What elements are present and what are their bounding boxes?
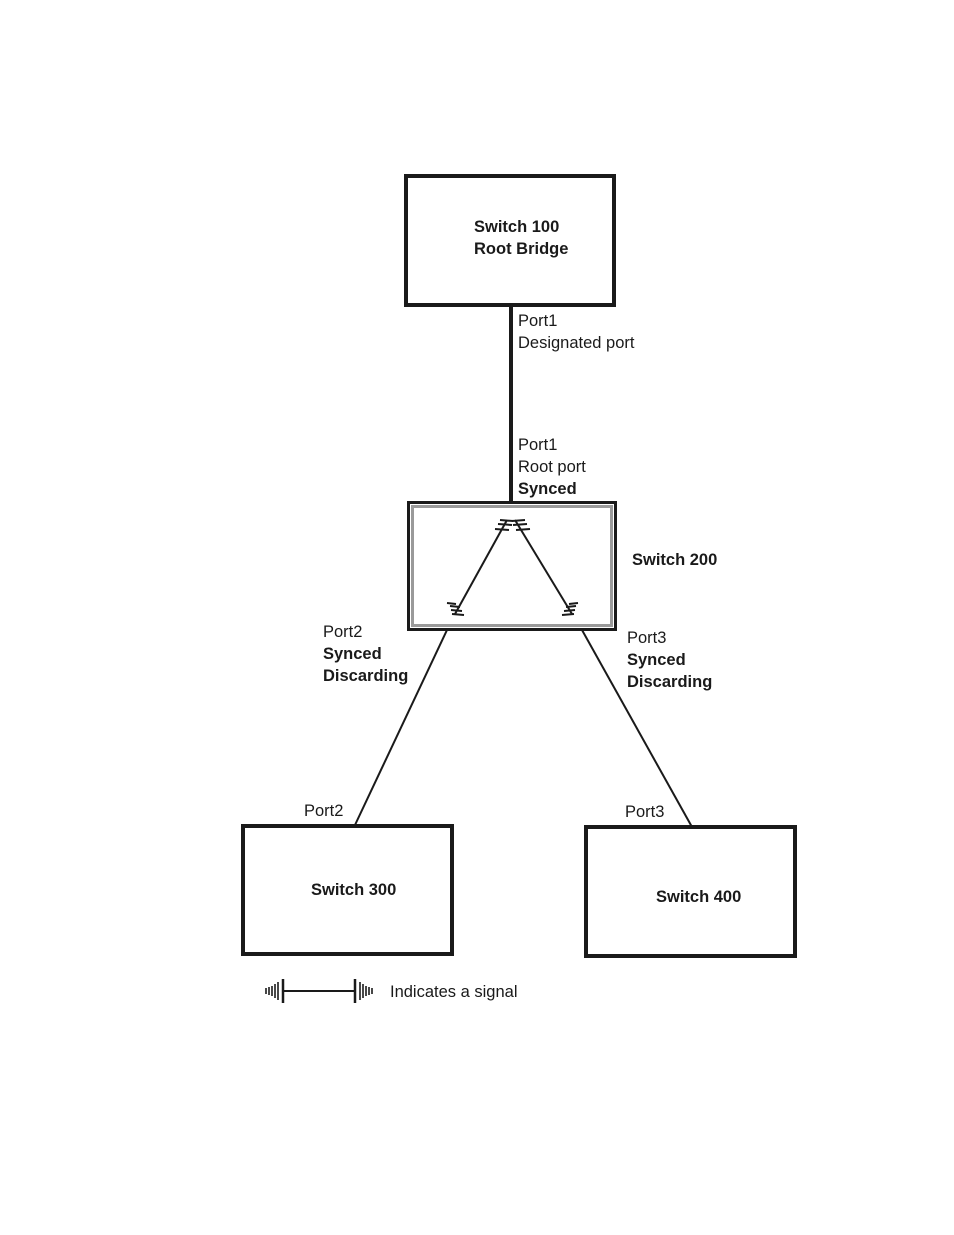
switch-200-port1-label: Port1 [518,434,557,456]
switch-200-port1-state: Synced [518,478,577,500]
legend-signal-icon [264,977,376,1007]
switch-200-port3-label: Port3 [627,627,666,649]
switch-200-name: Switch 200 [632,549,717,571]
switch-300-name: Switch 300 [311,879,396,901]
switch-200-port3-state-synced: Synced [627,649,686,671]
switch-200-port2-state-synced: Synced [323,643,382,665]
switch-200-port3-state-discarding: Discarding [627,671,712,693]
switch-200-port2-state-discarding: Discarding [323,665,408,687]
switch-400-name: Switch 400 [656,886,741,908]
signal-icon [512,520,578,615]
switch-400-box: Switch 400 [584,825,797,958]
switch-100-port1-role: Designated port [518,332,635,354]
switch-300-box: Switch 300 [241,824,454,956]
switch-200-port1-role: Root port [518,456,586,478]
switch-100-port1-label: Port1 [518,310,557,332]
switch-200-port2-label: Port2 [323,621,362,643]
signal-icon [447,520,513,615]
legend-text: Indicates a signal [390,981,518,1003]
switch-400-port3-label: Port3 [625,801,664,823]
switch-300-port2-label: Port2 [304,800,343,822]
